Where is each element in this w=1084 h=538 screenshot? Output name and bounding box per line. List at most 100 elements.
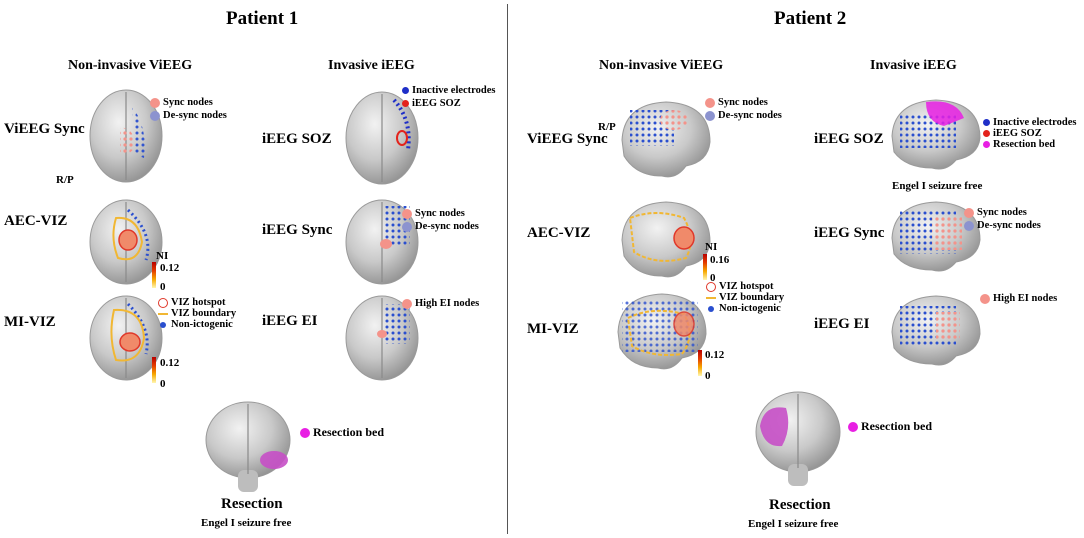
high-ei-dot-icon [980,293,990,304]
p1-row-label-vieeg-sync: ViEEG Sync [4,121,85,137]
p1-sync-legend: Sync nodes De-sync nodes [150,97,227,121]
p1-row-label-ieeg-soz: iEEG SOZ [262,131,332,147]
p1-ieeg-soz-brain [345,91,419,185]
p2-resection-outcome: Engel I seizure free [748,518,839,530]
legend-viz-boundary: VIZ boundary [171,308,237,319]
p1-aec-scale-max: 0.12 [160,262,180,274]
p1-resection-title: Resection [221,496,283,512]
sync-dot-icon [705,97,715,108]
p2-ei-legend: High EI nodes [980,293,1057,304]
p2-mi-colorbar [698,350,702,376]
legend-desync-nodes: De-sync nodes [718,110,782,121]
legend-resection-bed: Resection bed [861,419,932,433]
p2-invasive-header: Invasive iEEG [870,58,957,73]
legend-isync-sync: Sync nodes [415,208,465,219]
legend-isync-desync: De-sync nodes [415,221,479,232]
hotspot-circle-icon [158,297,168,308]
p2-resection-brain [755,391,841,486]
legend-nonictogenic: Non-ictogenic [719,303,781,314]
resection-dot-icon [983,141,990,148]
legend-ieeg-soz: iEEG SOZ [993,128,1042,139]
p1-ei-legend: High EI nodes [402,298,479,309]
p2-aec-scale-label: NI [705,241,718,253]
p1-mi-viz-brain [89,295,163,381]
desync-dot-icon [705,110,715,121]
p1-soz-legend: Inactive electrodes iEEG SOZ [402,85,496,109]
patient-divider [507,4,508,534]
desync-dot-icon [964,220,974,231]
soz-dot-icon [402,100,409,107]
p2-vieeg-sync-brain [621,101,711,178]
patient2-title: Patient 2 [774,8,847,29]
p1-row-label-ieeg-sync: iEEG Sync [262,222,333,238]
p2-noninvasive-header: Non-invasive ViEEG [599,58,724,73]
desync-dot-icon [402,221,412,232]
p1-aec-colorbar [152,262,156,288]
p2-ieeg-sync-brain [891,201,981,272]
sync-dot-icon [402,208,412,219]
p1-mi-scale-max: 0.12 [160,357,180,369]
high-ei-dot-icon [402,298,412,309]
legend-isync-sync: Sync nodes [977,207,1027,218]
legend-high-ei: High EI nodes [415,298,480,309]
p1-viz-legend: VIZ hotspot VIZ boundary Non-ictogenic [158,297,236,330]
p2-ieeg-ei-brain [891,295,981,366]
p1-ieeg-ei-brain [345,295,419,381]
legend-high-ei: High EI nodes [993,293,1058,304]
legend-viz-hotspot: VIZ hotspot [719,281,774,292]
hotspot-circle-icon [706,281,716,292]
inactive-dot-icon [983,119,990,126]
p2-row-label-mi-viz: MI-VIZ [527,321,579,337]
p2-row-label-aec-viz: AEC-VIZ [527,225,591,241]
p1-rp-label: R/P [56,174,74,186]
p1-isync-legend: Sync nodes De-sync nodes [402,208,479,232]
desync-dot-icon [150,110,160,121]
p1-aec-scale-label: NI [156,250,169,262]
p2-mi-scale-min: 0 [705,370,711,382]
p2-ieeg-soz-brain [891,99,981,170]
p1-vieeg-sync-brain [89,89,163,183]
p2-row-label-ieeg-ei: iEEG EI [814,316,870,332]
legend-ieeg-soz: iEEG SOZ [412,98,461,109]
p1-row-label-ieeg-ei: iEEG EI [262,313,318,329]
p1-resection-outcome: Engel I seizure free [201,517,292,529]
resection-dot-icon [848,421,858,432]
sync-dot-icon [150,97,160,108]
legend-resection-bed: Resection bed [993,139,1056,150]
legend-inactive-electrodes: Inactive electrodes [993,117,1077,128]
boundary-line-icon [706,296,716,299]
inactive-dot-icon [402,87,409,94]
p1-invasive-header: Invasive iEEG [328,58,415,73]
p1-resection-brain [205,401,291,492]
p2-isync-legend: Sync nodes De-sync nodes [964,207,1041,231]
legend-isync-desync: De-sync nodes [977,220,1041,231]
p2-row-label-vieeg-sync: ViEEG Sync [527,131,608,147]
boundary-line-icon [158,312,168,315]
legend-resection-bed: Resection bed [313,425,384,439]
p1-row-label-aec-viz: AEC-VIZ [4,213,68,229]
p2-aec-scale-min: 0 [710,272,716,284]
legend-desync-nodes: De-sync nodes [163,110,227,121]
p1-resection-legend: Resection bed [300,425,384,439]
p2-viz-legend: VIZ hotspot VIZ boundary Non-ictogenic [706,281,784,314]
p2-mi-viz-brain [617,293,707,370]
p2-mi-scale-max: 0.12 [705,349,725,361]
sync-dot-icon [964,207,974,218]
nonictogenic-dot-icon [160,321,166,328]
nonictogenic-dot-icon [708,305,714,312]
soz-dot-icon [983,130,990,137]
patient1-title: Patient 1 [226,8,299,29]
legend-sync-nodes: Sync nodes [163,97,213,108]
p2-rp-label: R/P [598,121,616,133]
p2-row-label-ieeg-soz: iEEG SOZ [814,131,884,147]
p1-mi-scale-min: 0 [160,378,166,390]
p1-aec-viz-brain [89,199,163,285]
p2-aec-viz-brain [621,201,711,278]
p2-sync-legend: Sync nodes De-sync nodes [705,97,782,121]
legend-inactive-electrodes: Inactive electrodes [412,85,496,96]
p1-aec-scale-min: 0 [160,281,166,293]
p2-aec-scale-max: 0.16 [710,254,730,266]
p2-aec-colorbar [703,254,707,280]
p2-soz-outcome: Engel I seizure free [892,180,983,192]
p2-soz-legend: Inactive electrodes iEEG SOZ Resection b… [983,117,1077,150]
